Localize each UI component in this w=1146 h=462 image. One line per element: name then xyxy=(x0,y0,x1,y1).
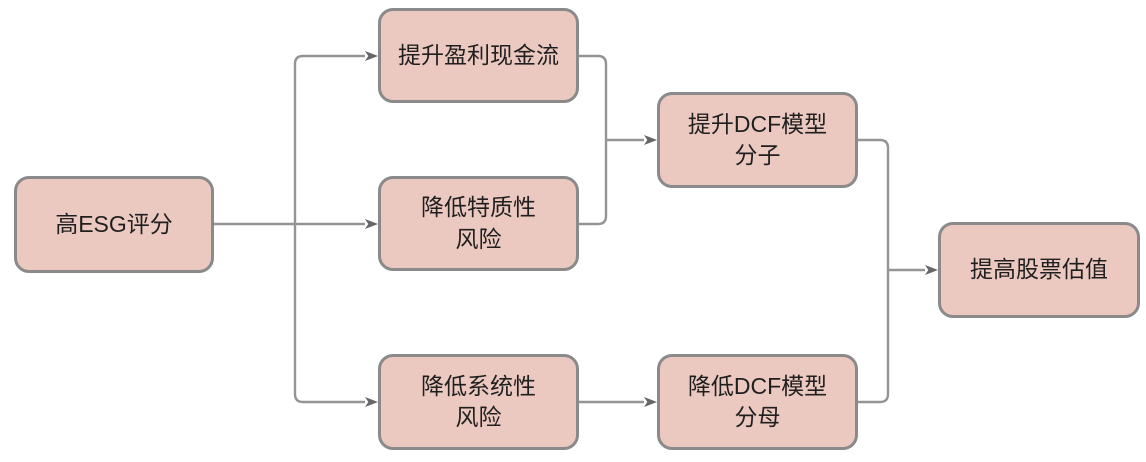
node-raise-stock-valuation-label: 提高股票估值 xyxy=(970,256,1108,283)
node-raise-stock-valuation: 提高股票估值 xyxy=(938,222,1140,318)
edge-merge-cashflow-idiosyncratic xyxy=(579,54,608,226)
node-reduce-systematic-risk-label: 降低系统性 风险 xyxy=(421,372,536,430)
node-reduce-idiosyncratic-risk-label: 降低特质性 风险 xyxy=(421,194,536,252)
node-reduce-systematic-risk: 降低系统性 风险 xyxy=(378,354,579,450)
node-high-esg-score: 高ESG评分 xyxy=(14,176,214,273)
edge-esg-to-systematic xyxy=(293,224,378,407)
node-lower-dcf-denominator-label: 降低DCF模型 分母 xyxy=(687,372,828,430)
node-raise-dcf-numerator: 提升DCF模型 分子 xyxy=(657,92,858,188)
edge-esg-to-cashflow xyxy=(293,51,378,224)
node-high-esg-score-label: 高ESG评分 xyxy=(55,210,173,237)
node-reduce-idiosyncratic-risk: 降低特质性 风险 xyxy=(378,176,579,271)
node-lower-dcf-denominator: 降低DCF模型 分母 xyxy=(657,354,858,450)
node-improve-profit-cashflow-label: 提升盈利现金流 xyxy=(398,41,559,68)
edge-merge-numerator-denominator xyxy=(858,138,890,404)
node-improve-profit-cashflow: 提升盈利现金流 xyxy=(378,8,579,103)
node-raise-dcf-numerator-label: 提升DCF模型 分子 xyxy=(687,110,828,168)
